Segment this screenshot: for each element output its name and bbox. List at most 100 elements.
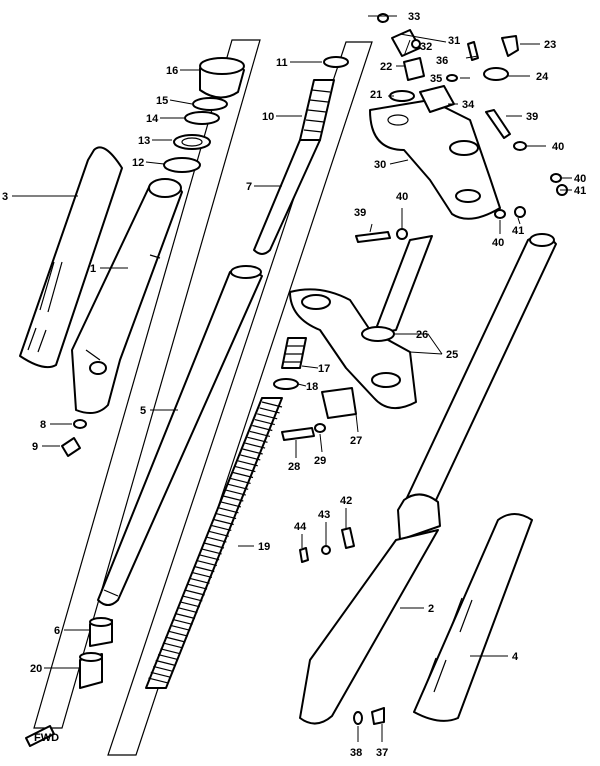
label-part-17: 17 xyxy=(318,363,330,375)
label-part-22: 22 xyxy=(380,61,392,73)
label-part-7: 7 xyxy=(246,181,252,193)
part-6-slide-bushing xyxy=(89,617,113,647)
part-37-drain-bolt xyxy=(371,707,385,725)
part-35-washer xyxy=(446,74,458,82)
label-part-42: 42 xyxy=(340,495,352,507)
part-11-piston-ring xyxy=(323,56,349,68)
label-part-28: 28 xyxy=(288,461,300,473)
label-part-43: 43 xyxy=(318,509,330,521)
label-part-19: 19 xyxy=(258,541,270,553)
part-8-washer xyxy=(73,419,87,429)
label-part-18: 18 xyxy=(306,381,318,393)
label-part-30: 30 xyxy=(374,159,386,171)
label-part-14: 14 xyxy=(146,113,159,125)
label-part-33: 33 xyxy=(408,11,420,23)
part-12-seal-spacer xyxy=(163,157,201,173)
part-40-washer-upper xyxy=(513,141,527,151)
label-part-40-lower: 40 xyxy=(492,237,504,249)
label-part-16: 16 xyxy=(166,65,178,77)
label-part-26: 26 xyxy=(416,329,428,341)
label-part-8: 8 xyxy=(40,419,46,431)
label-part-6: 6 xyxy=(54,625,60,637)
label-part-39-left: 39 xyxy=(354,207,366,219)
label-part-35: 35 xyxy=(430,73,442,85)
part-40-washer-lower xyxy=(494,209,506,219)
label-part-40-right: 40 xyxy=(574,173,586,185)
part-17-spacer xyxy=(281,337,307,369)
label-part-29: 29 xyxy=(314,455,326,467)
fwd-direction-arrow: FWD xyxy=(25,725,59,747)
part-32-bolt xyxy=(411,39,421,49)
part-43-washer xyxy=(321,545,331,555)
label-part-3: 3 xyxy=(2,191,8,203)
part-2-outer-tube-right xyxy=(299,233,557,725)
part-18-spring-seat xyxy=(273,378,299,390)
label-part-9: 9 xyxy=(32,441,38,453)
part-41-nut-lower xyxy=(514,206,526,218)
label-part-27: 27 xyxy=(350,435,362,447)
part-labels: 3 1 8 9 5 6 20 16 15 14 13 12 11 10 7 19… xyxy=(2,11,586,759)
label-part-1: 1 xyxy=(90,263,96,275)
label-part-5: 5 xyxy=(140,405,146,417)
part-29-washer xyxy=(314,423,326,433)
label-part-20: 20 xyxy=(30,663,42,675)
section-outline-left xyxy=(33,39,373,756)
part-7-damper-rod xyxy=(253,139,321,255)
part-16-dust-seal xyxy=(199,57,245,99)
part-22-steering-stem-nut xyxy=(403,57,425,81)
label-part-38: 38 xyxy=(350,747,362,759)
part-27-clamp xyxy=(321,387,357,419)
fwd-label: FWD xyxy=(34,732,59,744)
label-part-13: 13 xyxy=(138,135,150,147)
label-part-34: 34 xyxy=(462,99,475,111)
part-20-oil-lock-piece xyxy=(79,652,103,689)
part-24-cap-nut xyxy=(483,67,509,81)
part-10-rebound-spring xyxy=(299,79,335,141)
part-23-cap-bolt xyxy=(501,35,519,57)
part-3-fork-cover-left xyxy=(19,146,123,369)
label-part-12: 12 xyxy=(132,157,144,169)
label-part-40-upper: 40 xyxy=(552,141,564,153)
part-38-washer xyxy=(353,711,363,725)
part-36-bolt xyxy=(467,41,479,61)
label-part-4: 4 xyxy=(512,651,519,663)
part-25-lower-bracket xyxy=(289,235,433,409)
label-part-10: 10 xyxy=(262,111,274,123)
part-33-cap xyxy=(377,13,389,23)
leader-lines xyxy=(12,15,572,742)
label-part-36: 36 xyxy=(436,55,448,67)
part-39-pinch-bolt-left xyxy=(355,231,391,243)
label-part-15: 15 xyxy=(156,95,168,107)
label-part-40-left: 40 xyxy=(396,191,408,203)
label-part-24: 24 xyxy=(536,71,549,83)
part-26-bearing xyxy=(361,326,395,342)
part-42-bolt xyxy=(341,527,355,549)
label-part-11: 11 xyxy=(276,57,288,69)
part-4-fork-cover-right xyxy=(413,513,533,722)
part-1-outer-tube-left xyxy=(71,178,183,415)
part-9-drain-bolt xyxy=(61,437,81,457)
label-part-31: 31 xyxy=(448,35,460,47)
part-28-bolt xyxy=(281,427,315,441)
part-44-bolt xyxy=(299,547,309,563)
part-40-washer-right xyxy=(550,173,562,183)
label-part-44: 44 xyxy=(294,521,307,533)
part-19-fork-spring xyxy=(145,397,283,689)
label-part-21: 21 xyxy=(370,89,382,101)
part-40-washer-left xyxy=(396,228,408,240)
label-part-25: 25 xyxy=(446,349,458,361)
part-5-inner-tube xyxy=(97,265,263,606)
part-14-seal-ring xyxy=(184,111,220,125)
label-part-41-right: 41 xyxy=(574,185,586,197)
label-part-23: 23 xyxy=(544,39,556,51)
part-39-pinch-bolt-upper xyxy=(485,109,511,139)
label-part-2: 2 xyxy=(428,603,434,615)
label-part-39-upper: 39 xyxy=(526,111,538,123)
label-part-32: 32 xyxy=(420,41,432,53)
part-30-upper-bracket xyxy=(369,99,501,220)
part-15-stopper-ring xyxy=(192,97,228,111)
part-13-oil-seal xyxy=(173,134,211,150)
label-part-37: 37 xyxy=(376,747,388,759)
label-part-41-lower: 41 xyxy=(512,225,524,237)
